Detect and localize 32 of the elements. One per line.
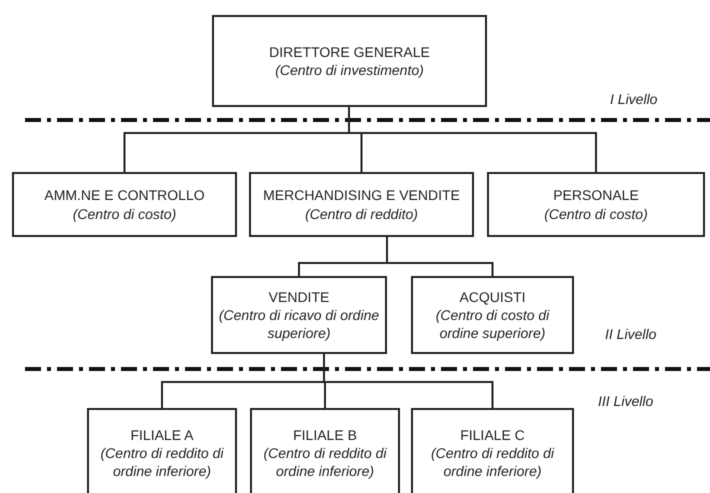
unit-name: FILIALE B [293, 426, 357, 444]
unit-type: (Centro di reddito di ordine inferiore) [262, 444, 388, 480]
org-unit-box [87, 408, 237, 493]
org-unit-box [487, 172, 705, 237]
org-unit-box [249, 172, 474, 237]
unit-name: FILIALE C [460, 426, 525, 444]
unit-type: (Centro di reddito di ordine inferiore) [430, 444, 556, 480]
connector-line [348, 107, 597, 172]
unit-name: VENDITE [268, 288, 330, 306]
unit-type: (Centro di investimento) [275, 61, 424, 80]
connector-line [386, 237, 494, 276]
unit-type: (Centro di reddito di ordine inferiore) [100, 444, 225, 480]
org-unit-box [250, 408, 400, 493]
unit-name: PERSONALE [553, 186, 639, 204]
org-unit-box [212, 15, 487, 107]
unit-name: MERCHANDISING E VENDITE [263, 186, 460, 204]
unit-name: DIRETTORE GENERALE [269, 42, 430, 61]
level-label: II Livello [605, 326, 656, 342]
org-unit-box [411, 276, 574, 354]
unit-type: (Centro di costo) [72, 204, 176, 223]
unit-type: (Centro di reddito) [305, 204, 418, 223]
level-label: I Livello [610, 91, 658, 107]
org-unit-box [12, 172, 237, 237]
org-unit-box [411, 408, 574, 493]
unit-name: AMM.NE E CONTROLLO [44, 186, 205, 204]
unit-type: (Centro di ricavo di ordine superiore) [218, 306, 380, 342]
unit-name: ACQUISTI [459, 288, 526, 306]
unit-type: (Centro di costo) [544, 204, 648, 223]
unit-type: (Centro di costo di ordine superiore) [434, 306, 550, 342]
org-unit-box [211, 276, 387, 354]
unit-name: FILIALE A [130, 426, 194, 444]
level-label: III Livello [598, 393, 654, 409]
